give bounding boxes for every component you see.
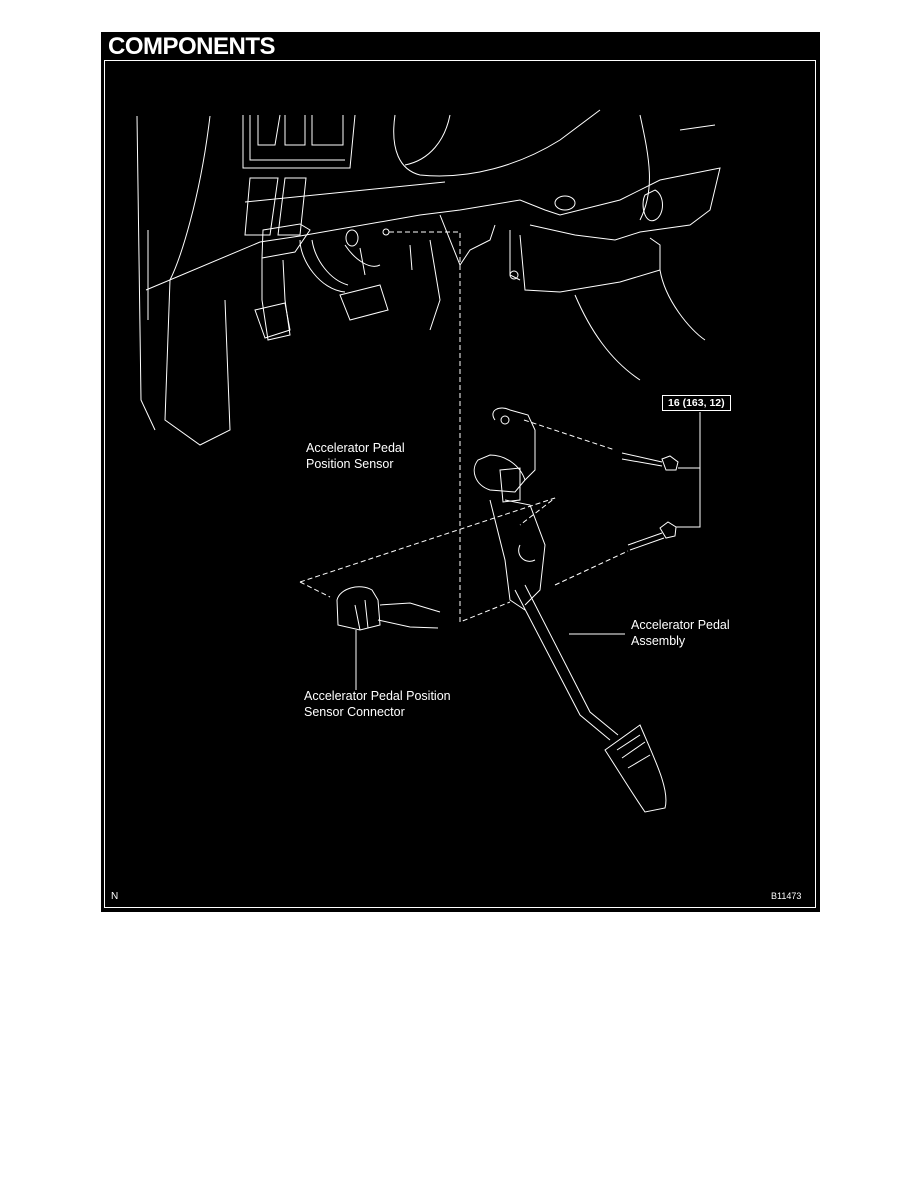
connector-lineart — [336, 586, 441, 631]
connector-label-line2: Sensor Connector — [304, 705, 405, 719]
leader-dashed-lines — [299, 231, 629, 623]
diagram-frame — [104, 60, 816, 908]
sensor-label-line1: Accelerator Pedal — [306, 441, 405, 455]
sensor-label: Accelerator Pedal Position Sensor — [306, 440, 405, 472]
assembly-label: Accelerator Pedal Assembly — [631, 617, 730, 649]
connector-label-line1: Accelerator Pedal Position — [304, 689, 451, 703]
bolts — [621, 452, 679, 551]
connector-label: Accelerator Pedal Position Sensor Connec… — [304, 688, 451, 720]
torque-spec-box: 16 (163, 12) — [662, 395, 731, 411]
pedal-assembly-lineart — [473, 407, 667, 813]
assembly-label-line1: Accelerator Pedal — [631, 618, 730, 632]
dashboard-lineart — [136, 109, 721, 446]
leader-lines — [355, 412, 701, 690]
assembly-label-line2: Assembly — [631, 634, 686, 648]
figure-code: B11473 — [771, 891, 802, 901]
page-title: COMPONENTS — [108, 33, 276, 60]
orientation-mark: N — [111, 891, 119, 902]
sensor-label-line2: Position Sensor — [306, 457, 394, 471]
